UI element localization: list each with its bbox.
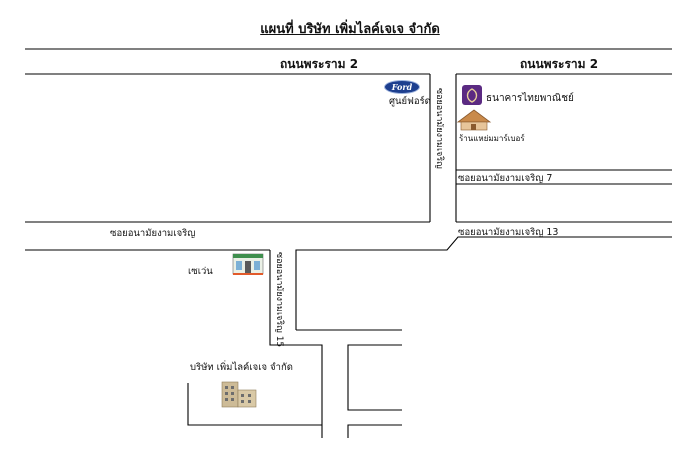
restaurant-label: ร้านแหย่มมาร์เบอร์ <box>459 134 525 143</box>
soi13-bottom-edge <box>295 236 672 330</box>
road-lines <box>25 48 672 438</box>
company-lot-outline <box>187 383 322 426</box>
seven-eleven-store-icon <box>232 253 264 275</box>
map-title: แผนที่ บริษัท เพิ่มไลค์เจเจ จำกัด <box>260 22 440 37</box>
side-road-branch <box>347 344 402 411</box>
restaurant-building-icon <box>456 109 492 131</box>
road-label-rama2-right: ถนนพระราม 2 <box>520 57 599 71</box>
soi15-west-edge <box>269 250 323 438</box>
road-label-soi-15: ซอยอนามัยงามเจริญ 15 <box>274 252 284 348</box>
road-label-soi-left: ซอยอนามัยงามเจริญ <box>110 228 196 239</box>
road-label-soi-13: ซอยอนามัยงามเจริญ 13 <box>458 227 559 238</box>
side-road-lower <box>347 424 402 438</box>
ford-center-label: ศูนย์ฟอร์ด <box>389 96 431 107</box>
road-label-soi-vertical-upper: ซอยอนามัยงามเจริญ <box>434 88 444 169</box>
seven-eleven-label: เซเว่น <box>188 266 213 277</box>
scb-bank-label: ธนาคารไทยพาณิชย์ <box>486 93 574 104</box>
company-label: บริษัท เพิ่มไลค์เจเจ จำกัด <box>190 362 293 373</box>
scb-logo-icon <box>462 85 482 105</box>
ford-logo-icon: Ford <box>384 80 420 94</box>
company-building-icon <box>221 381 257 408</box>
road-label-rama2-left: ถนนพระราม 2 <box>280 57 359 71</box>
road-label-soi-7: ซอยอนามัยงามเจริญ 7 <box>458 173 553 184</box>
